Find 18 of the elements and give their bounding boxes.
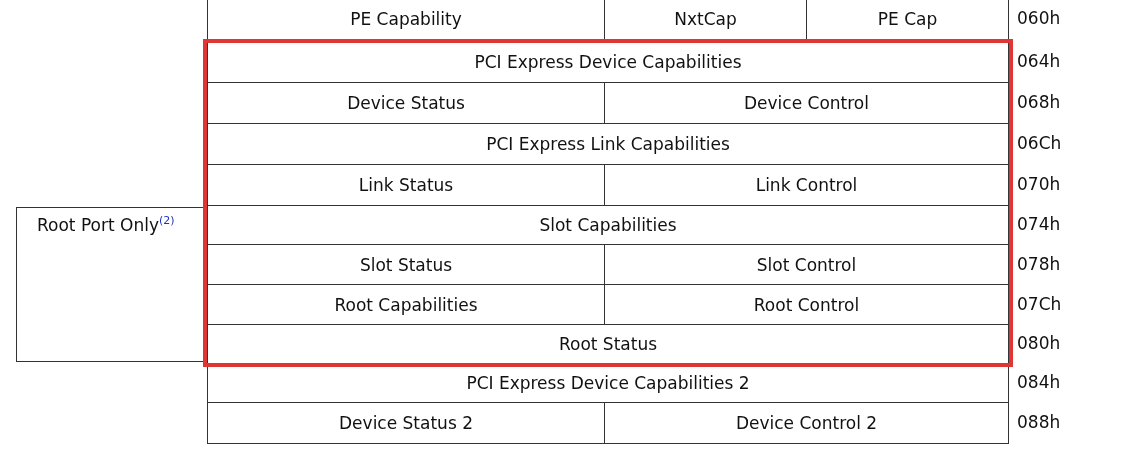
register-field: PCI Express Link Capabilities	[207, 123, 1009, 165]
bracket-box	[16, 207, 204, 362]
offset-label: 074h	[1017, 214, 1061, 234]
offset-label: 068h	[1017, 92, 1061, 112]
group-label: Root Port Only$^{(2)}$	[37, 214, 175, 235]
offset-label: 078h	[1017, 253, 1061, 274]
offset-label: 064h	[1017, 50, 1061, 71]
register-field: Slot Capabilities	[207, 205, 1009, 245]
offset-label: 070h	[1017, 174, 1061, 194]
offset-label: 088h	[1017, 412, 1061, 432]
register-field: Root Status	[207, 324, 1009, 364]
offset-label: 07Ch	[1017, 293, 1062, 314]
offset-label: 084h	[1017, 372, 1061, 392]
register-field: Device Status 2	[207, 402, 605, 444]
offset-label: 06Ch	[1017, 133, 1062, 153]
register-field: Device Control 2	[604, 402, 1009, 444]
offset-label: 060h	[1017, 8, 1061, 28]
offset-label: 080h	[1017, 333, 1061, 353]
